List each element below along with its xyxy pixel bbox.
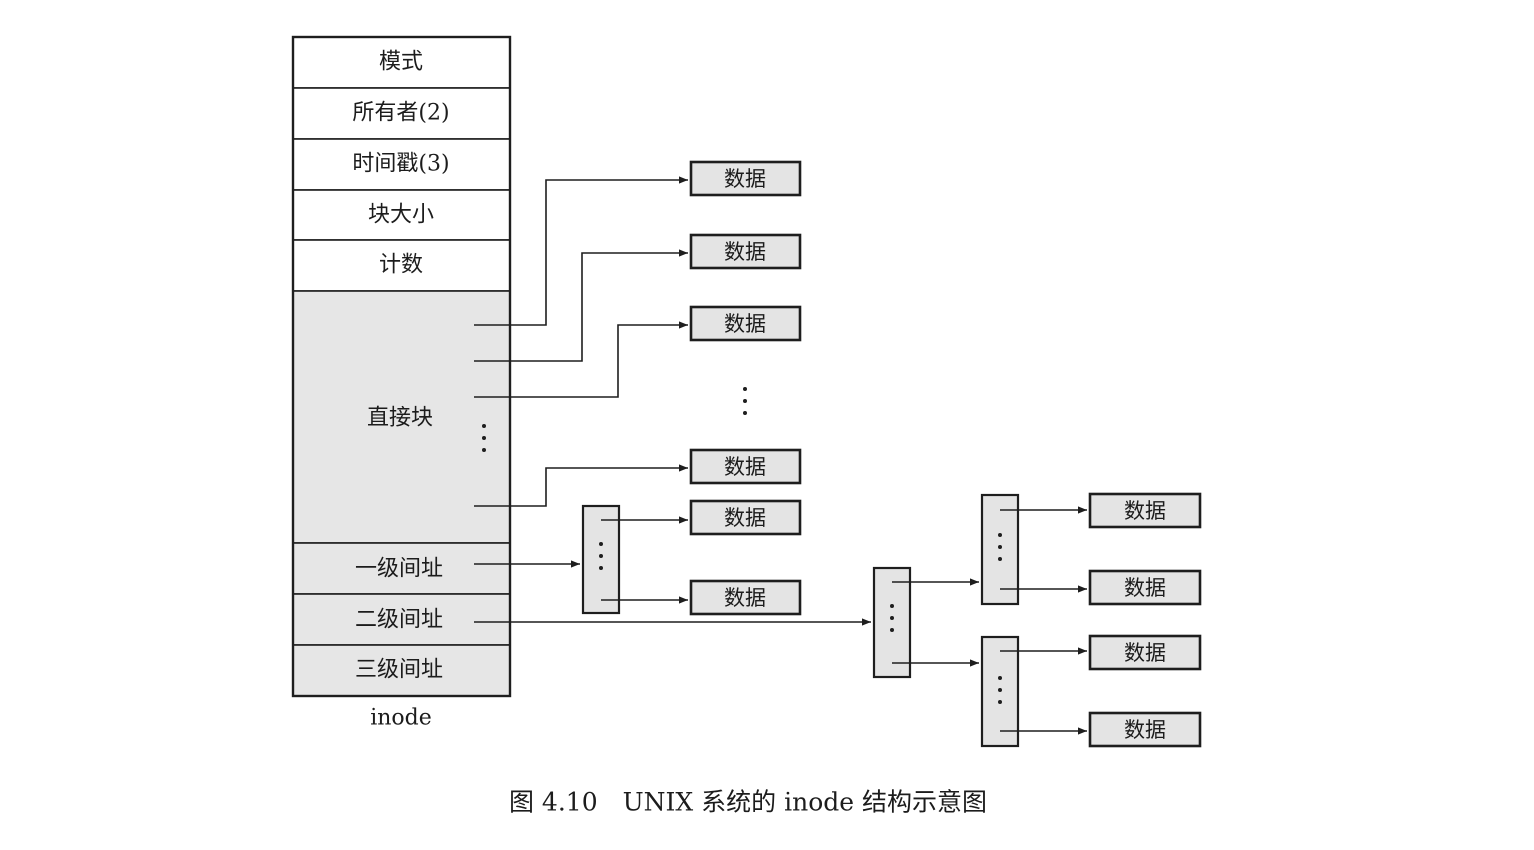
direct-blocks-label: 直接块 xyxy=(367,406,433,431)
triple-indirect-label: 三级间址 xyxy=(355,658,443,683)
figure-caption: 图 4.10 UNIX 系统的 inode 结构示意图 xyxy=(509,788,987,817)
data-block xyxy=(689,448,802,485)
single-index-ellipsis xyxy=(599,542,603,570)
second-level-ellipsis xyxy=(998,533,1002,561)
data-block-label: 数据 xyxy=(1124,641,1166,665)
single-indirect-chain: 数据 数据 xyxy=(474,499,802,616)
direct-blocks-ellipsis xyxy=(482,424,486,452)
direct-data-blocks: 数据 数据 数据 数据 xyxy=(689,160,802,485)
double-indirect-chain: 数据 数据 数据 数据 xyxy=(474,492,1202,748)
inode-field-mode-cell xyxy=(292,36,511,89)
direct-pointer-1 xyxy=(474,176,688,326)
data-block xyxy=(1088,634,1202,671)
data-block xyxy=(1088,569,1202,606)
triple-indirect-cell xyxy=(292,644,511,697)
direct-blocks-cell xyxy=(292,290,511,544)
inode-table: 模式 所有者(2) 时间戳(3) 块大小 计数 直接块 一级间址 二级间址 三级… xyxy=(291,35,512,698)
inode-table-border xyxy=(291,35,512,698)
single-indirect-index-block xyxy=(581,504,621,615)
first-level-ellipsis xyxy=(890,604,894,632)
single-indirect-label: 一级间址 xyxy=(355,557,443,582)
direct-pointer-2 xyxy=(474,249,688,362)
data-block-label: 数据 xyxy=(724,586,766,610)
inode-field-owner: 所有者(2) xyxy=(352,101,449,126)
inode-field-timestamps-cell xyxy=(292,138,511,191)
inode-field-timestamps: 时间戳(3) xyxy=(352,152,449,177)
double-indirect-first-level-block xyxy=(872,566,912,679)
data-block xyxy=(689,160,802,197)
data-block xyxy=(689,579,802,616)
single-indirect-cell xyxy=(292,542,511,595)
data-block xyxy=(689,305,802,342)
data-block-label: 数据 xyxy=(1124,718,1166,742)
double-indirect-label: 二级间址 xyxy=(355,608,443,633)
direct-pointers xyxy=(474,176,688,507)
inode-field-mode: 模式 xyxy=(379,50,423,75)
data-block-label: 数据 xyxy=(1124,576,1166,600)
inode-caption-label: inode xyxy=(370,706,432,731)
inode-field-count: 计数 xyxy=(379,253,423,278)
second-level-ellipsis xyxy=(998,676,1002,704)
inode-field-block-size: 块大小 xyxy=(368,203,434,228)
double-indirect-second-level-block xyxy=(980,493,1020,606)
inode-field-owner-cell xyxy=(292,87,511,140)
data-blocks-ellipsis xyxy=(743,387,747,415)
data-block xyxy=(1088,711,1202,748)
data-block xyxy=(1088,492,1202,529)
data-block-label: 数据 xyxy=(1124,499,1166,523)
direct-pointer-3 xyxy=(474,321,688,398)
direct-pointer-last xyxy=(474,464,688,507)
data-block xyxy=(689,233,802,270)
data-block-label: 数据 xyxy=(724,167,766,191)
data-block-label: 数据 xyxy=(724,312,766,336)
data-block-label: 数据 xyxy=(724,455,766,479)
data-block xyxy=(689,499,802,536)
data-block-label: 数据 xyxy=(724,506,766,530)
data-block-label: 数据 xyxy=(724,240,766,264)
